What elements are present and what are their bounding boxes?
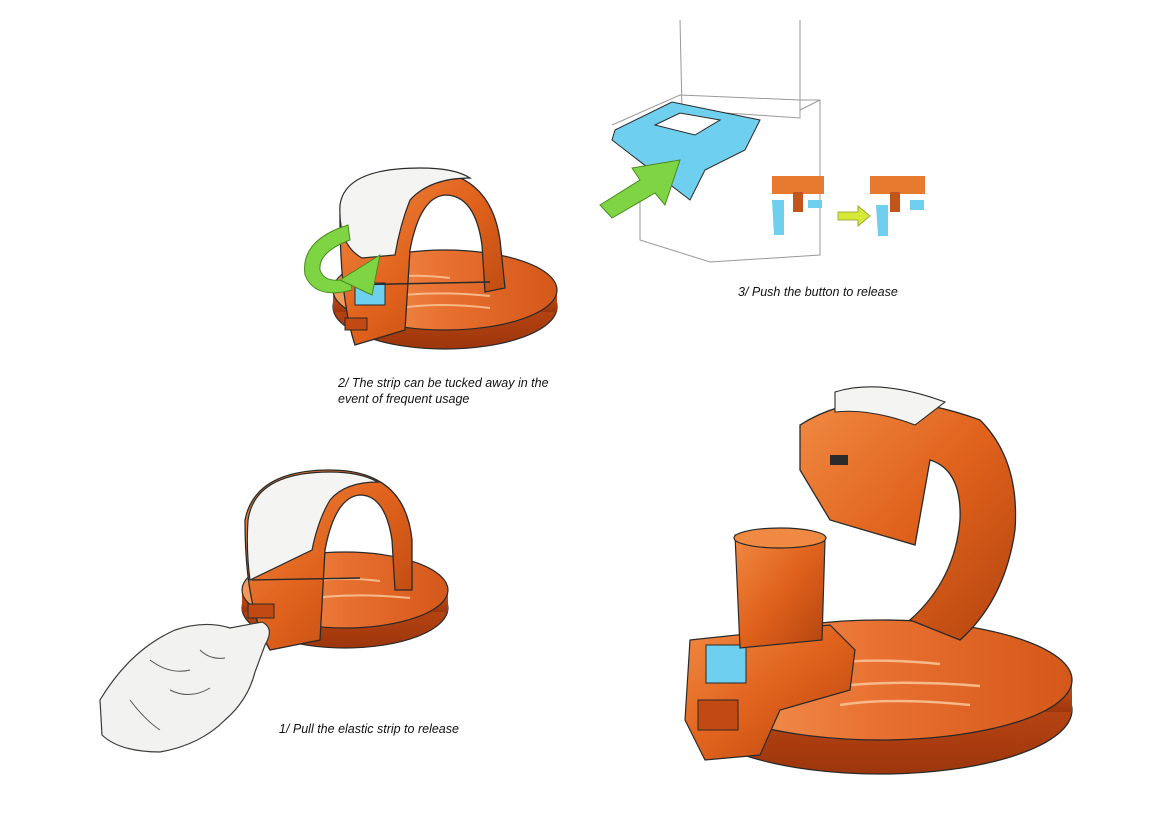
caption-step3: 3/ Push the button to release	[738, 285, 898, 299]
caption-step2-line1: 2/ The strip can be tucked away in the	[338, 376, 549, 390]
caption-step2: 2/ The strip can be tucked away in the e…	[338, 375, 549, 407]
push-arrow-icon	[599, 159, 681, 219]
small-arrow-icon	[837, 205, 871, 227]
button-closeup-step3	[599, 19, 925, 263]
device-step2	[304, 167, 558, 350]
device-large	[684, 386, 1073, 775]
hand-icon	[99, 621, 270, 753]
caption-step1: 1/ Pull the elastic strip to release	[279, 722, 459, 736]
caption-step2-line2: event of frequent usage	[338, 392, 470, 406]
device-step1	[99, 469, 449, 753]
